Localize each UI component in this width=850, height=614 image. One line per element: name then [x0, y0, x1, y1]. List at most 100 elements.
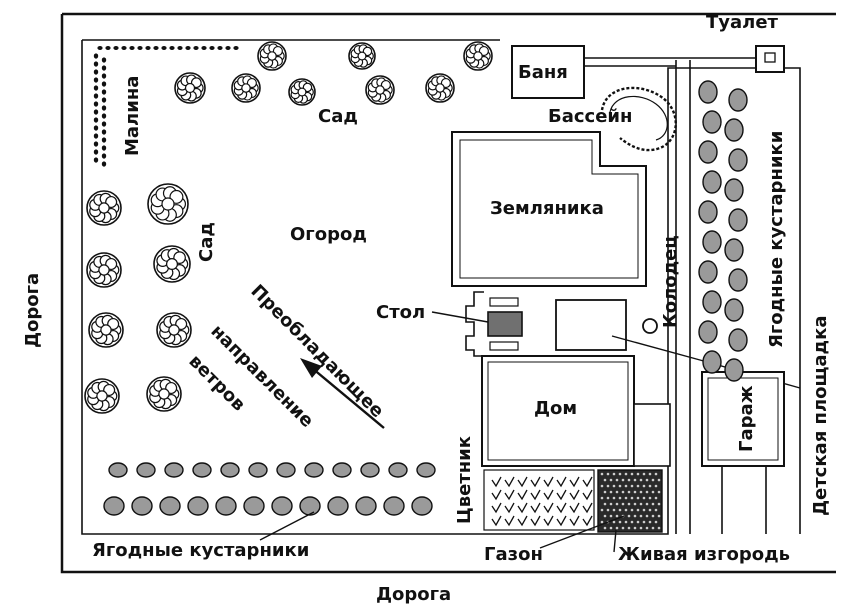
raspberry-dot: [93, 149, 99, 155]
hedge-speck: [639, 478, 643, 482]
terrace-edge: [465, 291, 484, 357]
well-circle: [642, 318, 658, 334]
hedge-speck: [657, 478, 661, 482]
hedge-speck: [606, 484, 610, 488]
berry-bushes-bottom-label: Ягодные кустарники: [92, 540, 309, 561]
hedge-speck: [624, 508, 628, 512]
garden-boundary: [81, 40, 801, 535]
flower-mark: [504, 489, 515, 501]
hedge-speck: [618, 496, 622, 500]
hedge-speck: [624, 496, 628, 500]
berry-bush: [327, 496, 349, 516]
side-path: [675, 60, 691, 534]
hedge-speck: [636, 520, 640, 524]
berry-bush: [702, 350, 722, 374]
hedge-speck: [651, 526, 655, 530]
hedge-speck: [630, 496, 634, 500]
hedge-speck: [612, 484, 616, 488]
berry-bush: [724, 118, 744, 142]
hedge-speck: [642, 520, 646, 524]
raspberry-dot: [145, 46, 151, 50]
raspberry-dot: [193, 46, 199, 50]
hedge-speck: [651, 478, 655, 482]
berry-bush: [187, 496, 209, 516]
flower-mark: [569, 515, 580, 527]
hedge-speck: [648, 496, 652, 500]
raspberry-dot: [113, 46, 119, 50]
hedge-speck: [633, 502, 637, 506]
raspberry-dot: [93, 77, 99, 83]
hedge-speck: [624, 484, 628, 488]
hedge-speck: [618, 520, 622, 524]
hedge-speck: [639, 526, 643, 530]
hedge-speck: [621, 526, 625, 530]
flower-mark: [569, 502, 580, 514]
flower-mark: [569, 476, 580, 488]
raspberry-dot: [93, 157, 99, 163]
orchard-tree: [86, 190, 122, 226]
berry-bush: [702, 230, 722, 254]
flower-mark: [504, 476, 515, 488]
flower-mark: [569, 489, 580, 501]
flowerbed-box: [483, 469, 595, 531]
flower-mark: [491, 476, 502, 488]
flower-mark: [543, 515, 554, 527]
raspberry-dot: [185, 46, 191, 50]
raspberry-dot: [93, 61, 99, 67]
hedge-speck: [627, 478, 631, 482]
road-bottom-label: Дорога: [376, 584, 451, 605]
flower-mark: [582, 515, 593, 527]
raspberry-dot: [101, 161, 107, 167]
hedge-speck: [618, 484, 622, 488]
toilet-seat: [764, 52, 776, 63]
hedge-speck: [639, 490, 643, 494]
hedge-speck: [654, 520, 658, 524]
orchard-tree: [88, 312, 124, 348]
flower-mark: [582, 489, 593, 501]
orchard-tree: [146, 376, 182, 412]
berry-bush: [416, 462, 436, 478]
flower-mark: [517, 489, 528, 501]
wind-label-1: Преобладающее: [246, 281, 387, 422]
flower-mark: [530, 515, 541, 527]
hedge-speck: [633, 526, 637, 530]
raspberry-dot: [101, 57, 107, 63]
hedge-speck: [645, 478, 649, 482]
hedge-speck: [636, 496, 640, 500]
raspberry-dot: [101, 121, 107, 127]
raspberry-dot: [93, 69, 99, 75]
raspberry-dot: [101, 81, 107, 87]
orchard-tree: [348, 42, 376, 70]
berry-bushes-bottom-leader: [259, 511, 315, 541]
flower-mark: [530, 476, 541, 488]
hedge-speck: [615, 490, 619, 494]
raspberry-dot: [201, 46, 207, 50]
berry-bush: [299, 496, 321, 516]
table-box: [487, 311, 523, 337]
lawn-leader: [539, 515, 625, 549]
berry-bush: [164, 462, 184, 478]
hedge-speck: [603, 514, 607, 518]
hedge-speck: [606, 496, 610, 500]
hedge-speck: [627, 502, 631, 506]
berry-bush: [388, 462, 408, 478]
flower-mark: [517, 515, 528, 527]
berry-bush: [698, 80, 718, 104]
garden-top-label: Сад: [318, 106, 358, 127]
pool-label: Бассейн: [548, 106, 632, 127]
lawn-label: Газон: [484, 544, 543, 565]
flower-mark: [582, 502, 593, 514]
raspberry-dot: [101, 73, 107, 79]
berry-bushes-bottom: [103, 462, 436, 516]
hedge-speck: [657, 502, 661, 506]
raspberry-dot: [169, 46, 175, 50]
raspberry-dot: [93, 141, 99, 147]
garage-inner: [707, 377, 779, 461]
berry-bush: [728, 208, 748, 232]
berry-bush: [360, 462, 380, 478]
hedge-speck: [642, 508, 646, 512]
hedge-speck: [654, 472, 658, 476]
flower-mark: [556, 489, 567, 501]
raspberry-dot: [101, 105, 107, 111]
garage-box: [701, 371, 785, 467]
